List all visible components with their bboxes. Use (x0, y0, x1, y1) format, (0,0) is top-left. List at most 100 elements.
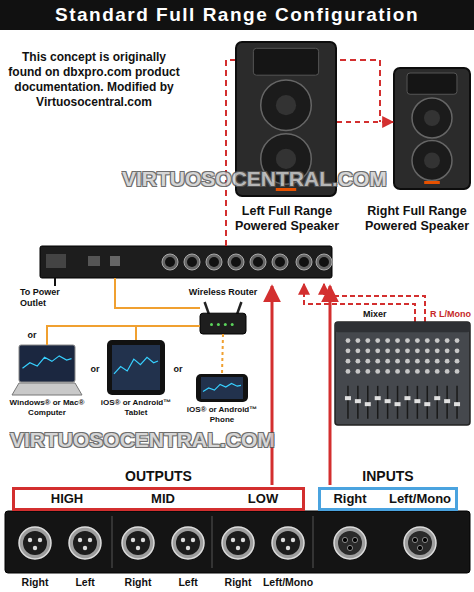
output-jack (272, 254, 288, 270)
fader-cap (365, 402, 371, 406)
connector-label: Left (158, 576, 218, 589)
router-led (231, 323, 234, 326)
node-label: Mixer (363, 309, 413, 320)
fader-cap (434, 396, 440, 400)
mixer-knob (355, 369, 360, 374)
output-jack (206, 254, 222, 270)
mixer-knob (355, 338, 360, 343)
zoom-pointer (271, 286, 274, 485)
input-connector (404, 527, 436, 559)
mixer-knob (365, 369, 370, 374)
output-jack (162, 254, 178, 270)
mixer-knob (455, 348, 460, 353)
node-label: Windows® or Mac® Computer (5, 398, 89, 417)
column-heading: HIGH (32, 490, 102, 508)
mixer-knob (455, 359, 460, 364)
connector-label: Left/Mono (258, 576, 318, 589)
mixer-knob (346, 359, 351, 364)
ethernet-port (110, 256, 120, 266)
mixer-knob (365, 359, 370, 364)
mixer-knob (445, 369, 450, 374)
output-jack (228, 254, 244, 270)
fader-cap (444, 399, 450, 403)
annotation: or (168, 364, 188, 375)
mixer-knob (355, 348, 360, 353)
speaker-dustcap (276, 95, 296, 115)
connector (337, 121, 393, 123)
power-inlet (46, 254, 66, 268)
annotation: or (85, 364, 105, 375)
tablet-node: iOS® or Android™ Tablet (107, 340, 165, 395)
speaker-cabinet (394, 68, 470, 189)
panel-divider (313, 516, 314, 568)
mixer-knob (405, 369, 410, 374)
router-node: Wireless Router (200, 302, 246, 334)
panel-plate (5, 511, 470, 573)
output-connector (172, 527, 204, 559)
mixer-knob (415, 359, 420, 364)
mixer-knob (445, 338, 450, 343)
speaker-dustcap (276, 149, 296, 169)
credit-note: This concept is originally found on dbxp… (8, 50, 180, 110)
output-connector (19, 527, 51, 559)
fader-cap (454, 402, 460, 406)
mixer-knob (395, 369, 400, 374)
annotation: or (22, 330, 42, 341)
node-label: iOS® or Android™ Tablet (97, 398, 175, 417)
mixer-knob (415, 348, 420, 353)
fader-cap (395, 402, 401, 406)
phone-screen (201, 377, 243, 399)
annotation: R L/Mono (430, 309, 474, 320)
fader-slot (407, 386, 409, 419)
mixer-knob (405, 359, 410, 364)
mixer-knob (435, 348, 440, 353)
speaker-badge (424, 181, 440, 184)
node-label: iOS® or Android™ Phone (183, 405, 261, 424)
laptop-base (12, 383, 82, 395)
panel-divider (112, 516, 113, 568)
mixer-knob (405, 348, 410, 353)
computer-node: Windows® or Mac® Computer (12, 345, 82, 395)
output-connector (122, 527, 154, 559)
laptop-screen (19, 345, 75, 382)
mixer-knob (346, 369, 351, 374)
node-label: Left Full Range Powered Speaker (227, 204, 347, 234)
phone-node: iOS® or Android™ Phone (196, 374, 248, 402)
panel-divider (212, 516, 213, 568)
fader-cap (424, 402, 430, 406)
mixer-knob (375, 369, 380, 374)
node-label: OUTPUTS (12, 468, 305, 485)
processor-chassis (40, 246, 332, 278)
input-jack (316, 254, 332, 270)
fader-slot (347, 386, 349, 419)
screen-graph (23, 356, 72, 368)
speaker-node: Right Full Range Powered Speaker (393, 68, 471, 193)
mixer-cable (324, 284, 425, 322)
fader-cap (414, 399, 420, 403)
mixer-knob (455, 338, 460, 343)
mixer-knob (445, 348, 450, 353)
node-label: Right Full Range Powered Speaker (360, 204, 474, 234)
speaker-dustcap (424, 110, 440, 126)
speaker-horn (253, 48, 318, 75)
speaker-node: Left Full Range Powered Speaker (235, 42, 337, 200)
speaker-woofer (412, 141, 452, 181)
annotation: To Power Outlet (20, 287, 70, 309)
output-connector (69, 527, 101, 559)
power-cord (54, 278, 56, 286)
input-jack (296, 254, 312, 270)
mixer-knob (405, 338, 410, 343)
rear-panel-closeup (5, 511, 470, 573)
connector (136, 326, 200, 340)
tablet-body (107, 340, 165, 395)
connector-label: Right (5, 576, 65, 589)
column-heading: LOW (228, 490, 298, 508)
mixer-knob (395, 359, 400, 364)
router-led (217, 323, 220, 326)
watermark: VIRTUOSOCENTRAL.COM (10, 428, 280, 452)
group-box: INPUTS (318, 487, 458, 511)
mixer-knob (455, 369, 460, 374)
mixer-cable (304, 284, 415, 322)
